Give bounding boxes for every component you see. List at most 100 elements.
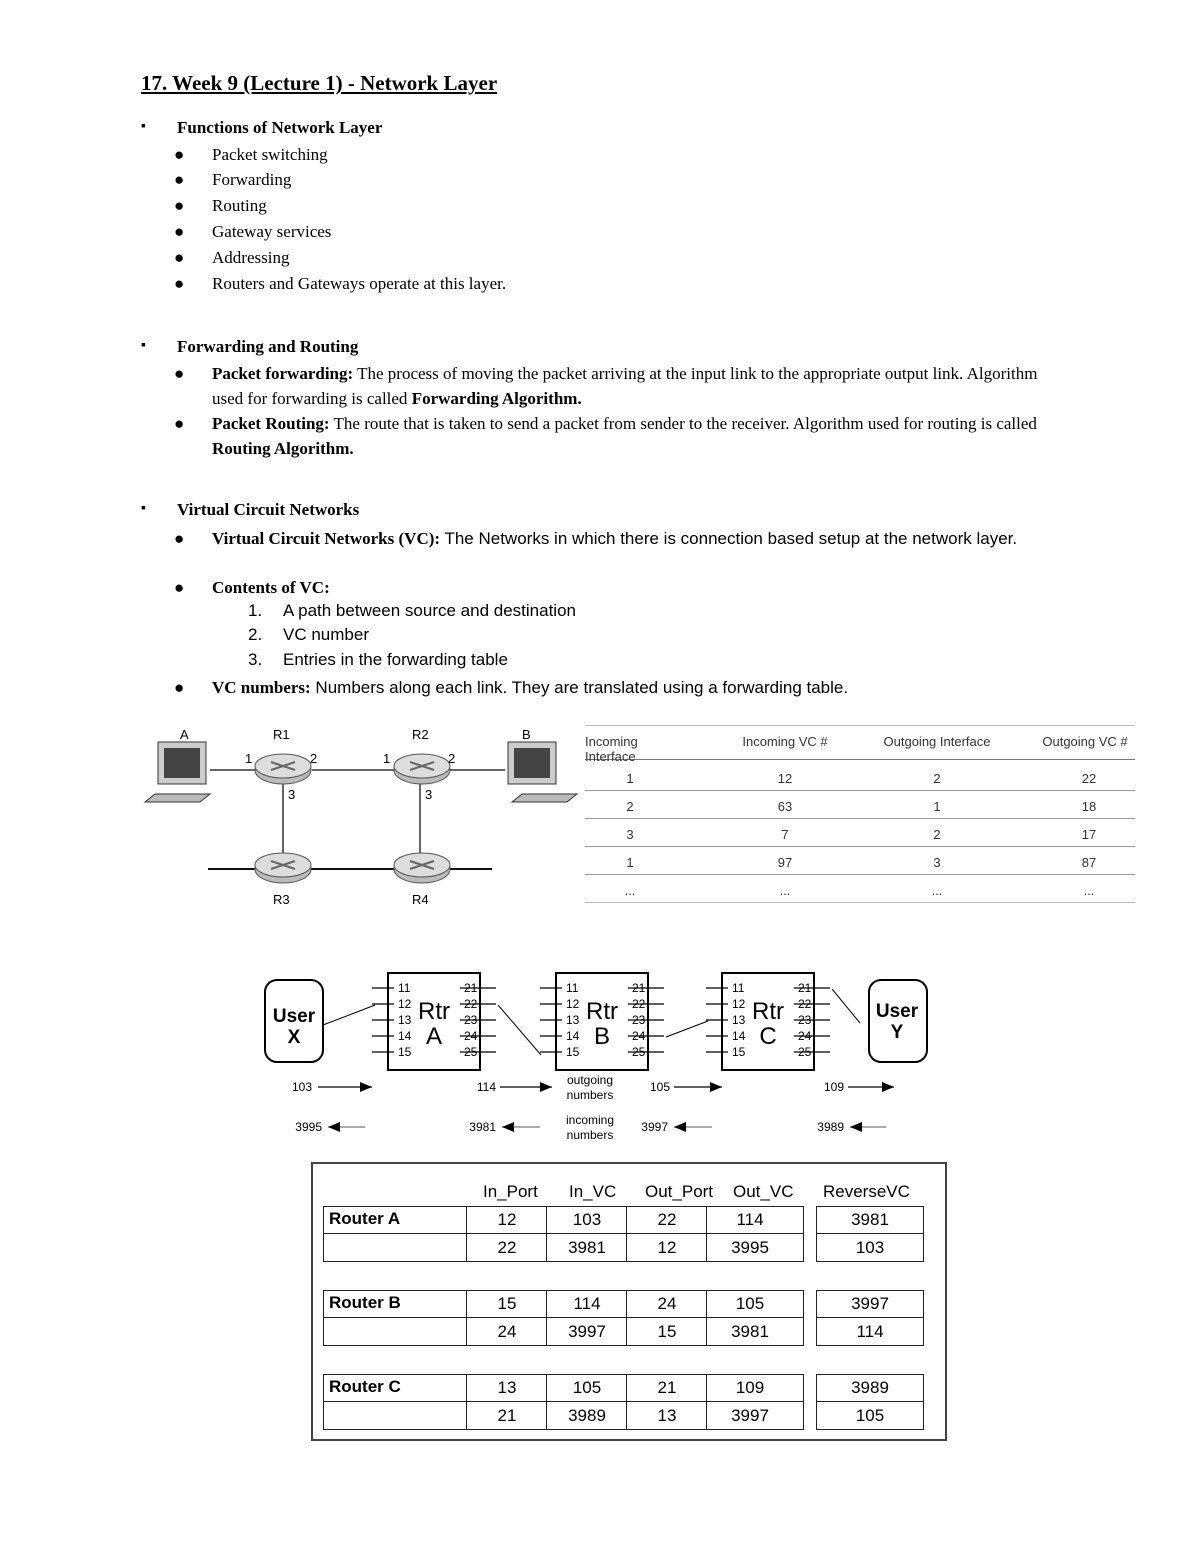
table-cell: 12 [497,1210,517,1229]
port-label: 14 [398,1029,412,1043]
computer-icon [507,741,579,803]
svg-text:109: 109 [824,1080,844,1094]
port-label: 3 [288,787,295,802]
list-item: ●Forwarding [174,167,291,192]
svg-text:3997: 3997 [641,1120,668,1134]
table-cell: 3997 [851,1294,889,1313]
svg-text:numbers: numbers [567,1128,614,1142]
svg-text:105: 105 [650,1080,670,1094]
table-cell: 109 [735,1378,765,1397]
page-title: 17. Week 9 (Lecture 1) - Network Layer [141,71,498,95]
router-group [323,1206,804,1262]
svg-text:User: User [876,1001,919,1022]
table-cell: 13 [657,1406,677,1425]
table-cell: 3981 [851,1210,889,1229]
bullet-icon: ● [174,529,185,548]
numbered-item: 3.Entries in the forwarding table [248,650,508,669]
arrow-head-icon [540,1082,552,1092]
svg-text:114: 114 [477,1080,496,1094]
bullet-icon: ● [174,414,185,433]
arrow-head-icon [502,1122,514,1132]
port-label: 25 [798,1045,812,1059]
table-cell: 24 [657,1294,677,1313]
table-cell: 3995 [731,1238,769,1257]
table-cell: 103 [855,1238,885,1257]
table-header: Incoming Interface Incoming VC # Outgoin… [585,725,1135,764]
svg-text:Rtr: Rtr [418,998,450,1025]
port-label: 1 [245,751,252,766]
list-item: ●Addressing [174,245,289,270]
svg-text:Rtr: Rtr [586,998,618,1025]
svg-text:User: User [273,1006,316,1027]
table-cell: 24 [497,1322,517,1341]
arrow-head-icon [674,1122,686,1132]
user-y-box [868,979,928,1063]
port-label: 22 [464,997,478,1011]
square-bullet-icon: ▪ [141,338,146,353]
reverse-vc-group [816,1206,924,1262]
router-c [721,972,815,1071]
router-name: Router A [329,1209,401,1228]
bullet-icon: ● [174,248,185,267]
svg-text:incoming: incoming [566,1113,614,1127]
col-divider [706,1206,707,1262]
router-name: Router B [329,1293,401,1312]
col-divider [706,1290,707,1346]
table-cell: 105 [855,1406,885,1425]
port-label: 11 [398,981,411,995]
arrow-head-icon [850,1122,862,1132]
table-row: ... ... ... ... [585,875,1135,903]
col-divider [626,1290,627,1346]
port-label: 15 [732,1045,746,1059]
col-divider [466,1206,467,1262]
port-label: 14 [732,1029,746,1043]
svg-text:Y: Y [891,1022,904,1043]
router-group [323,1290,804,1346]
port-label: 21 [464,981,478,995]
arrow-head-icon [882,1082,894,1092]
table-cell: 105 [572,1378,602,1397]
arrow-head-icon [360,1082,372,1092]
svg-text:X: X [288,1027,301,1048]
table-cell: 3981 [731,1322,769,1341]
section-heading: Virtual Circuit Networks [177,500,360,519]
bullet-icon: ● [174,145,185,164]
table-cell: 3989 [851,1378,889,1397]
router-icon [393,852,451,884]
table-cell: 21 [657,1378,677,1397]
section-heading: Forwarding and Routing [177,337,359,356]
port-label: 13 [566,1013,580,1027]
table-cell: 105 [735,1294,765,1313]
numbered-item: 1.A path between source and destination [248,601,576,620]
port-label: 2 [310,751,317,766]
table-cell: 13 [497,1378,517,1397]
port-label: 12 [398,997,412,1011]
table-cell: 22 [657,1210,677,1229]
list-item: ●Packet switching [174,142,328,167]
bullet-icon: ● [174,578,185,597]
bullet-icon: ● [174,196,185,215]
port-label: 3 [425,787,432,802]
port-label: 24 [798,1029,812,1043]
table-cell: 114 [856,1322,884,1341]
list-item: ●Gateway services [174,219,331,244]
router-name: Router C [329,1377,401,1396]
port-label: 15 [398,1045,412,1059]
port-label: 2 [448,751,455,766]
node-label: R4 [412,892,429,907]
arrow-head-icon [328,1122,340,1132]
col-divider [466,1290,467,1346]
bullet-icon: ● [174,274,185,293]
row-divider [323,1317,804,1318]
row-divider [323,1233,804,1234]
svg-text:Rtr: Rtr [752,998,784,1025]
router-icon [254,753,312,785]
port-label: 22 [632,997,646,1011]
svg-text:103: 103 [292,1080,312,1094]
router-b [555,972,649,1071]
table-cell: 15 [657,1322,677,1341]
table-cell: 12 [657,1238,677,1257]
port-label: 25 [464,1045,478,1059]
table-cell: 3989 [568,1406,606,1425]
svg-text:B: B [594,1023,610,1050]
